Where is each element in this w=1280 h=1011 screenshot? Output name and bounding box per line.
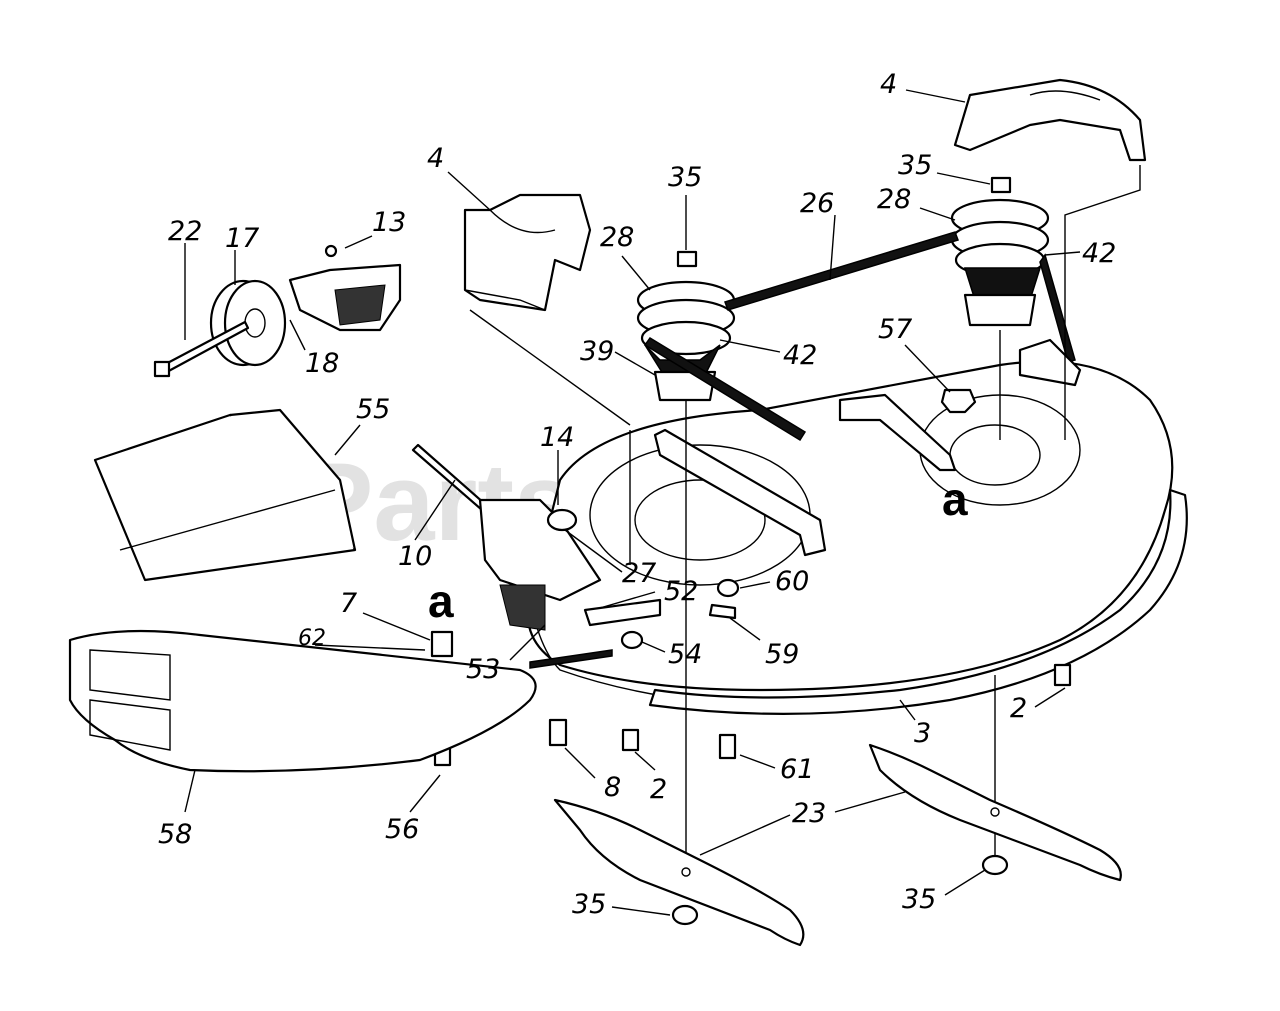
callout-labels: 4 4 35 35 28 26 28 42 42 39 57 22 17 13 …	[158, 69, 1116, 920]
callout-58: 58	[158, 819, 192, 850]
adjust-bracket-assembly	[478, 498, 662, 669]
belt-guard-right	[953, 78, 1147, 162]
callout-42-right: 42	[1082, 238, 1116, 269]
callout-2-center: 2	[650, 774, 667, 805]
callout-14: 14	[540, 422, 574, 453]
spindle-pulley-left	[636, 250, 736, 402]
callout-35-bottom-right: 35	[902, 884, 936, 915]
callout-28-right: 28	[877, 184, 911, 215]
callout-39: 39	[580, 336, 614, 367]
reference-letter-a-left: a	[428, 575, 454, 627]
callout-60: 60	[775, 566, 809, 597]
callout-18: 18	[305, 348, 339, 379]
callout-10: 10	[398, 541, 432, 572]
callout-3: 3	[914, 718, 931, 749]
callout-4-left: 4	[427, 143, 444, 174]
callout-8: 8	[604, 772, 621, 803]
part-55-discharge-chute	[93, 408, 357, 582]
callout-54: 54	[668, 639, 702, 670]
part-58-skid	[68, 629, 537, 773]
callout-4-right: 4	[880, 69, 897, 100]
callout-35-left-top: 35	[668, 162, 702, 193]
callout-28-left: 28	[600, 222, 634, 253]
callout-7: 7	[340, 588, 357, 619]
callout-22: 22	[168, 216, 202, 247]
drive-belt	[643, 231, 1076, 442]
reference-letter-a-right: a	[942, 473, 968, 525]
part-23-blade-right	[868, 743, 1122, 882]
callout-23: 23	[792, 798, 826, 829]
callout-35-bottom-left: 35	[572, 889, 606, 920]
spindle-pulley-right	[950, 176, 1050, 327]
leader-lines	[184, 89, 1081, 916]
callout-57: 57	[878, 314, 912, 345]
deck-bracket-left	[653, 428, 827, 557]
callout-17: 17	[225, 223, 259, 254]
belt-guard-left	[463, 193, 592, 312]
idler-pulley-assembly	[153, 244, 402, 378]
callout-61: 61	[780, 754, 814, 785]
callout-56: 56	[385, 814, 419, 845]
callout-13: 13	[372, 207, 406, 238]
callout-52: 52	[664, 576, 698, 607]
callout-26: 26	[800, 188, 834, 219]
callout-59: 59	[765, 639, 799, 670]
callout-2-right: 2	[1010, 693, 1027, 724]
deck-bracket-right	[838, 393, 957, 472]
part-57-knob	[940, 388, 977, 414]
callout-42-left: 42	[783, 340, 817, 371]
callout-53: 53	[466, 654, 500, 685]
callout-35-right-top: 35	[898, 150, 932, 181]
callout-27: 27	[622, 558, 656, 589]
callout-55: 55	[356, 394, 390, 425]
callout-62: 62	[298, 626, 326, 651]
part-23-blade-left	[553, 798, 805, 947]
